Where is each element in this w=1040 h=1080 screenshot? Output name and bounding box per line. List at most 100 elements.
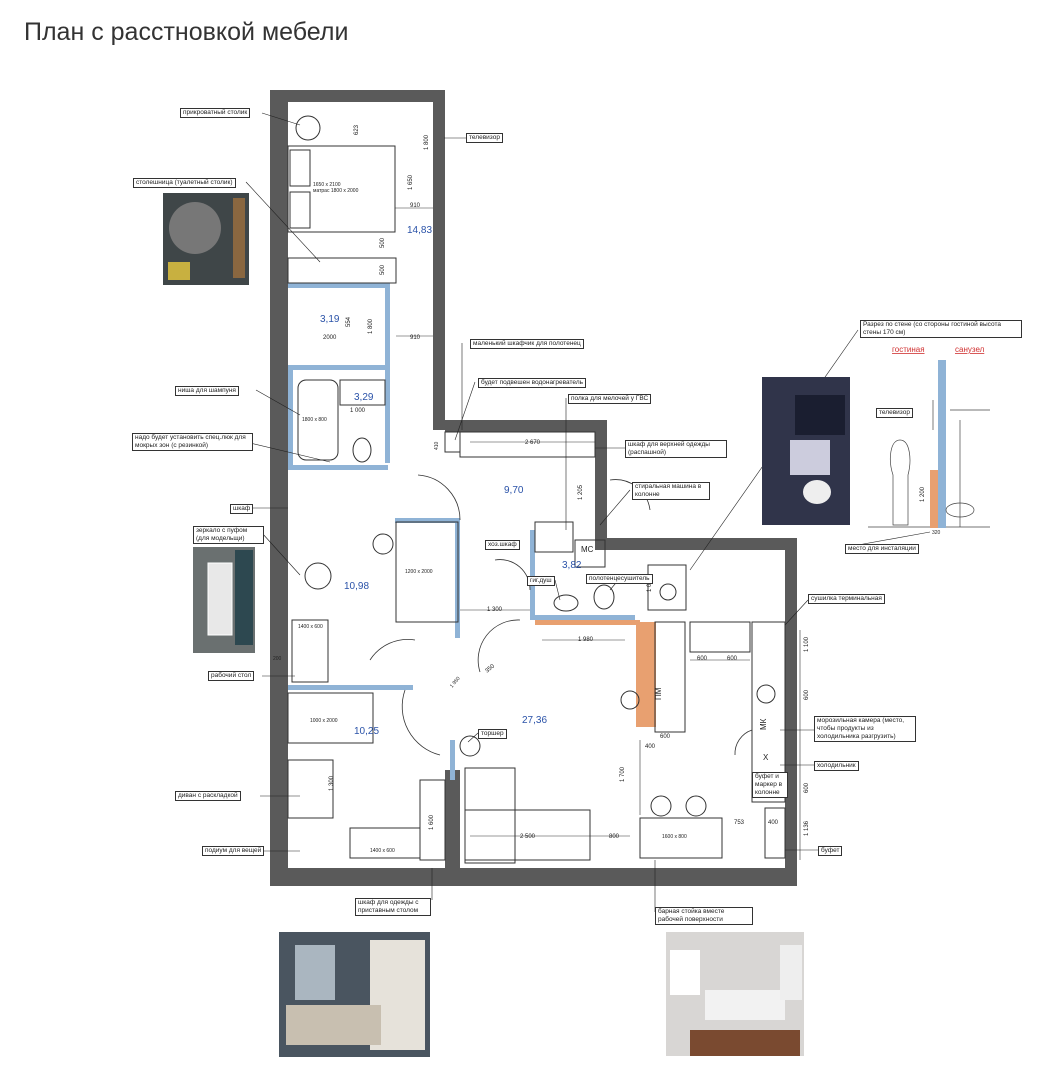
- callout-shower: гиг.душ: [527, 576, 555, 586]
- dining-table: [639, 817, 723, 859]
- callout-wardrobe: шкаф: [230, 504, 254, 514]
- partitions: [288, 283, 635, 780]
- dim: 2000: [323, 335, 337, 341]
- room-area: 3,82: [562, 560, 582, 571]
- bath-dims: 1800 х 800: [302, 417, 327, 423]
- dim: 753: [734, 820, 745, 826]
- dim: 1 600: [429, 814, 435, 830]
- wall-top-right: [433, 90, 445, 430]
- callout-hatch: надо будет установить спец.люк для мокры…: [132, 433, 253, 451]
- lamp: [459, 735, 481, 757]
- dim: 800: [609, 834, 620, 840]
- wall-hall-right: [595, 420, 607, 550]
- callout-tv: телевизор: [466, 133, 503, 143]
- dim: 1 980: [578, 637, 594, 643]
- callout-washer: стиральная машина в колонне: [632, 482, 710, 500]
- dim: 1 950: [449, 676, 462, 690]
- sofa: [464, 767, 516, 864]
- accent-strip: [535, 620, 640, 625]
- wall-kitchen-top: [607, 538, 797, 550]
- dim: 2 670: [525, 440, 541, 446]
- wall-mid-bottom: [445, 770, 460, 868]
- dim: 410: [434, 441, 440, 450]
- dim: 200: [273, 656, 282, 662]
- callout-dryer: сушилка терминальная: [808, 594, 885, 604]
- callout-bar: барная стойка вместе рабочей поверхности: [655, 907, 753, 925]
- kitchen-left: [654, 621, 686, 733]
- callout-dressing: столешница (туалетный столик): [133, 178, 236, 188]
- callout-bench: подиум для вещей: [202, 846, 265, 856]
- wall-left: [270, 90, 288, 885]
- callout-torsher: торшер: [478, 729, 507, 739]
- table-dims: 1600 х 800: [662, 834, 687, 840]
- dim: 1 650: [408, 174, 414, 190]
- walls: [270, 90, 797, 886]
- callout-freezer: морозильная камера (место, чтобы продукт…: [814, 716, 916, 742]
- accent-column: [636, 622, 656, 727]
- dim: 910: [410, 203, 421, 209]
- photos: [163, 193, 850, 1057]
- dim: 1 700: [620, 766, 626, 782]
- wall-hall-top: [445, 420, 595, 432]
- dim: 1 300: [329, 775, 335, 791]
- bed-second-dims: 1200 х 2000: [405, 569, 433, 575]
- callout-dresser: буфет и маркер в колонне: [752, 772, 788, 798]
- labels: 14,83 3,19 3,29 9,70 3,82 10,98 27,36 10…: [273, 124, 985, 854]
- toilet2: [593, 584, 615, 610]
- appliance-mc: МС: [581, 545, 594, 554]
- desk1: [291, 619, 329, 683]
- appliance-mk: МК: [759, 718, 768, 730]
- kitchen-right: [751, 621, 786, 803]
- dim: 500: [380, 237, 386, 248]
- dim: 1 800: [424, 134, 430, 150]
- dim: 910: [410, 335, 421, 341]
- dim: 1 300: [487, 607, 503, 613]
- bed-child: [287, 692, 374, 744]
- room-area: 27,36: [522, 715, 547, 726]
- callout-install: место для инсталяции: [845, 544, 919, 554]
- wall-bottom: [270, 868, 795, 886]
- callout-section: Разрез по стене (со стороны гостиной выс…: [860, 320, 1022, 338]
- room-area: 3,29: [354, 392, 374, 403]
- furniture: [287, 115, 786, 864]
- callout-tv2: телевизор: [876, 408, 913, 418]
- dim: 600: [660, 734, 671, 740]
- dim: 600: [727, 656, 738, 662]
- callout-outer-wardrobe: шкаф для верхней одежды (распашной): [625, 440, 727, 458]
- dim: 1 800: [368, 318, 374, 334]
- dim: 320: [932, 530, 941, 536]
- bed-main: [287, 145, 396, 233]
- wall-right: [785, 538, 797, 886]
- room-area: 10,98: [344, 581, 369, 592]
- page-title: План с расстновкой мебели: [24, 18, 349, 46]
- dressing-table: [287, 257, 397, 284]
- dim: 400: [768, 820, 779, 826]
- callout-boiler: будет подвешен водонагреватель: [478, 378, 586, 388]
- wall-top-left: [270, 90, 445, 102]
- bed-child-dims: 1000 х 2000: [310, 718, 338, 724]
- wardrobe-bottom: [419, 779, 446, 861]
- dim: 1 045: [647, 576, 653, 592]
- room-area: 3,19: [320, 314, 340, 325]
- sofa-bed: [287, 759, 334, 819]
- callout-shelf: полка для мелочей у ГВС: [568, 394, 652, 404]
- dim: 2 500: [520, 834, 536, 840]
- callout-hoz: хоз.шкаф: [485, 540, 520, 550]
- dim: 1 200: [920, 486, 926, 502]
- bed-second: [395, 521, 459, 623]
- dim: 600: [804, 689, 810, 700]
- appliance-x: Х: [763, 753, 769, 762]
- dim: 1 136: [804, 820, 810, 836]
- dim: 500: [380, 264, 386, 275]
- section-view: [868, 360, 990, 528]
- dim: 600: [697, 656, 708, 662]
- dim: 1 205: [578, 484, 584, 500]
- dim-lines: [395, 207, 801, 860]
- callout-bedside: прикроватный столик: [180, 108, 251, 118]
- buffet: [764, 807, 786, 859]
- callout-sofa: диван с раскладкой: [175, 791, 241, 801]
- appliance-pm: ПМ: [654, 687, 663, 700]
- pouf: [304, 562, 332, 590]
- toilet1: [352, 437, 372, 463]
